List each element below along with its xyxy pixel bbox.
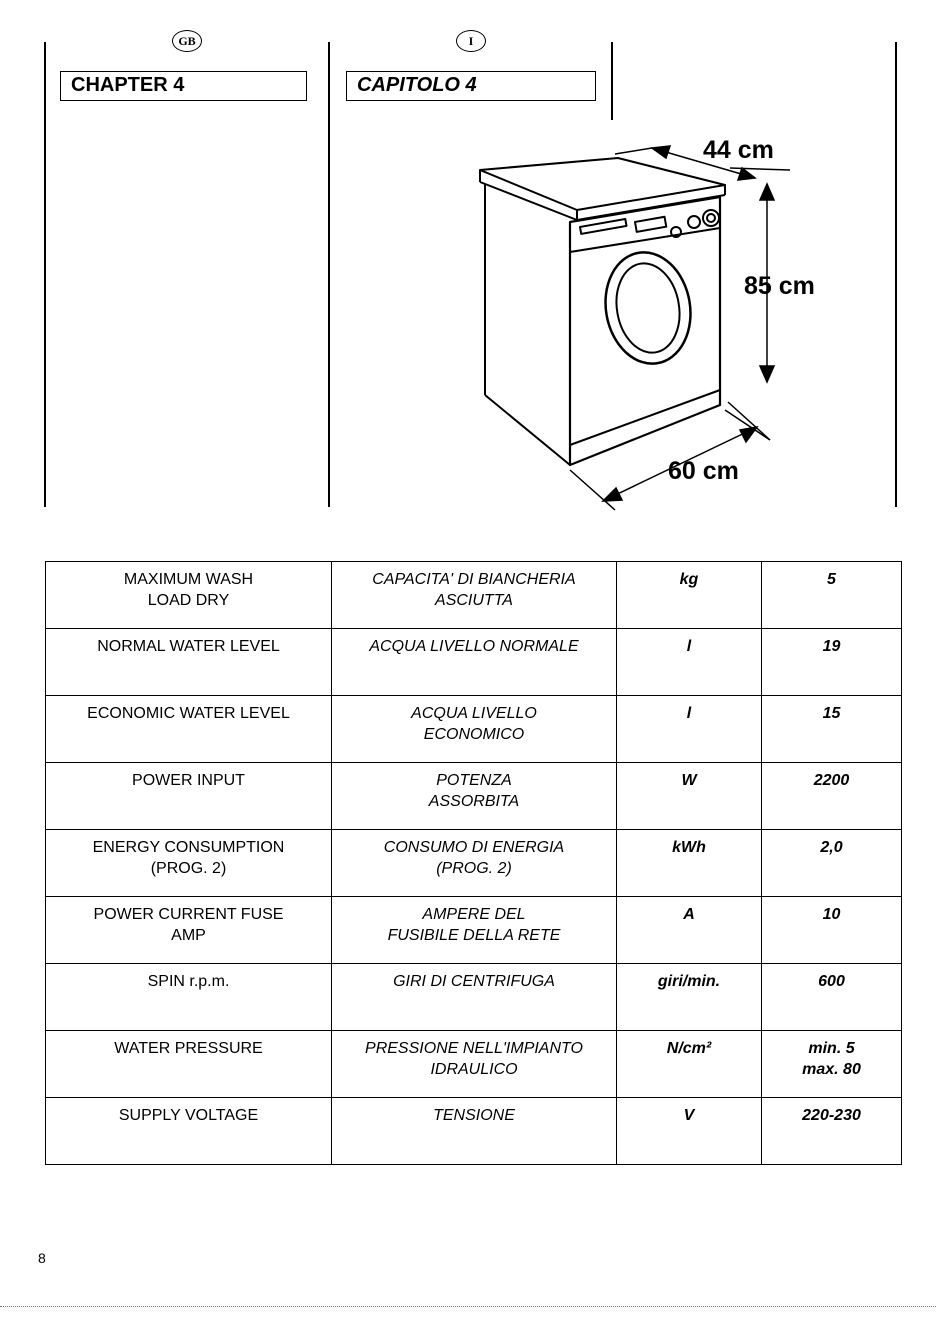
table-row: ENERGY CONSUMPTION(PROG. 2)CONSUMO DI EN… [45,829,902,897]
diagram-column-rule [611,42,613,120]
spec-value: 10 [761,896,902,964]
spec-unit: l [616,695,762,763]
spec-value: 19 [761,628,902,696]
spec-unit: W [616,762,762,830]
page-number: 8 [38,1250,46,1266]
spec-label-en: ECONOMIC WATER LEVEL [45,695,332,763]
depth-dimension-label: 44 cm [703,136,774,164]
spec-label-it: ACQUA LIVELLO NORMALE [331,628,617,696]
spec-value: 15 [761,695,902,763]
spec-label-en: NORMAL WATER LEVEL [45,628,332,696]
height-dimension-label: 85 cm [744,272,815,300]
spec-unit: A [616,896,762,964]
it-chapter-heading: CAPITOLO 4 [346,71,596,101]
spec-unit: V [616,1097,762,1165]
spec-unit: kg [616,561,762,629]
spec-value: 2,0 [761,829,902,897]
spec-value: 220-230 [761,1097,902,1165]
spec-label-en: SUPPLY VOLTAGE [45,1097,332,1165]
width-dimension-label: 60 cm [668,457,739,485]
spec-label-it: CONSUMO DI ENERGIA(PROG. 2) [331,829,617,897]
spec-label-en: ENERGY CONSUMPTION(PROG. 2) [45,829,332,897]
gb-chapter-heading: CHAPTER 4 [60,71,307,101]
right-column-rule [895,42,897,507]
spec-label-it: GIRI DI CENTRIFUGA [331,963,617,1031]
footer-rule [0,1306,936,1307]
spec-unit: giri/min. [616,963,762,1031]
it-language-flag: I [456,30,486,52]
left-column-rule [44,42,46,507]
spec-label-en: WATER PRESSURE [45,1030,332,1098]
spec-unit: kWh [616,829,762,897]
spec-label-it: TENSIONE [331,1097,617,1165]
middle-column-rule [328,42,330,507]
gb-language-flag: GB [172,30,202,52]
spec-label-en: SPIN r.p.m. [45,963,332,1031]
spec-value: 600 [761,963,902,1031]
spec-unit: N/cm² [616,1030,762,1098]
spec-value: 5 [761,561,902,629]
spec-unit: l [616,628,762,696]
washing-machine-diagram [479,145,791,511]
spec-value: 2200 [761,762,902,830]
spec-label-en: POWER INPUT [45,762,332,830]
